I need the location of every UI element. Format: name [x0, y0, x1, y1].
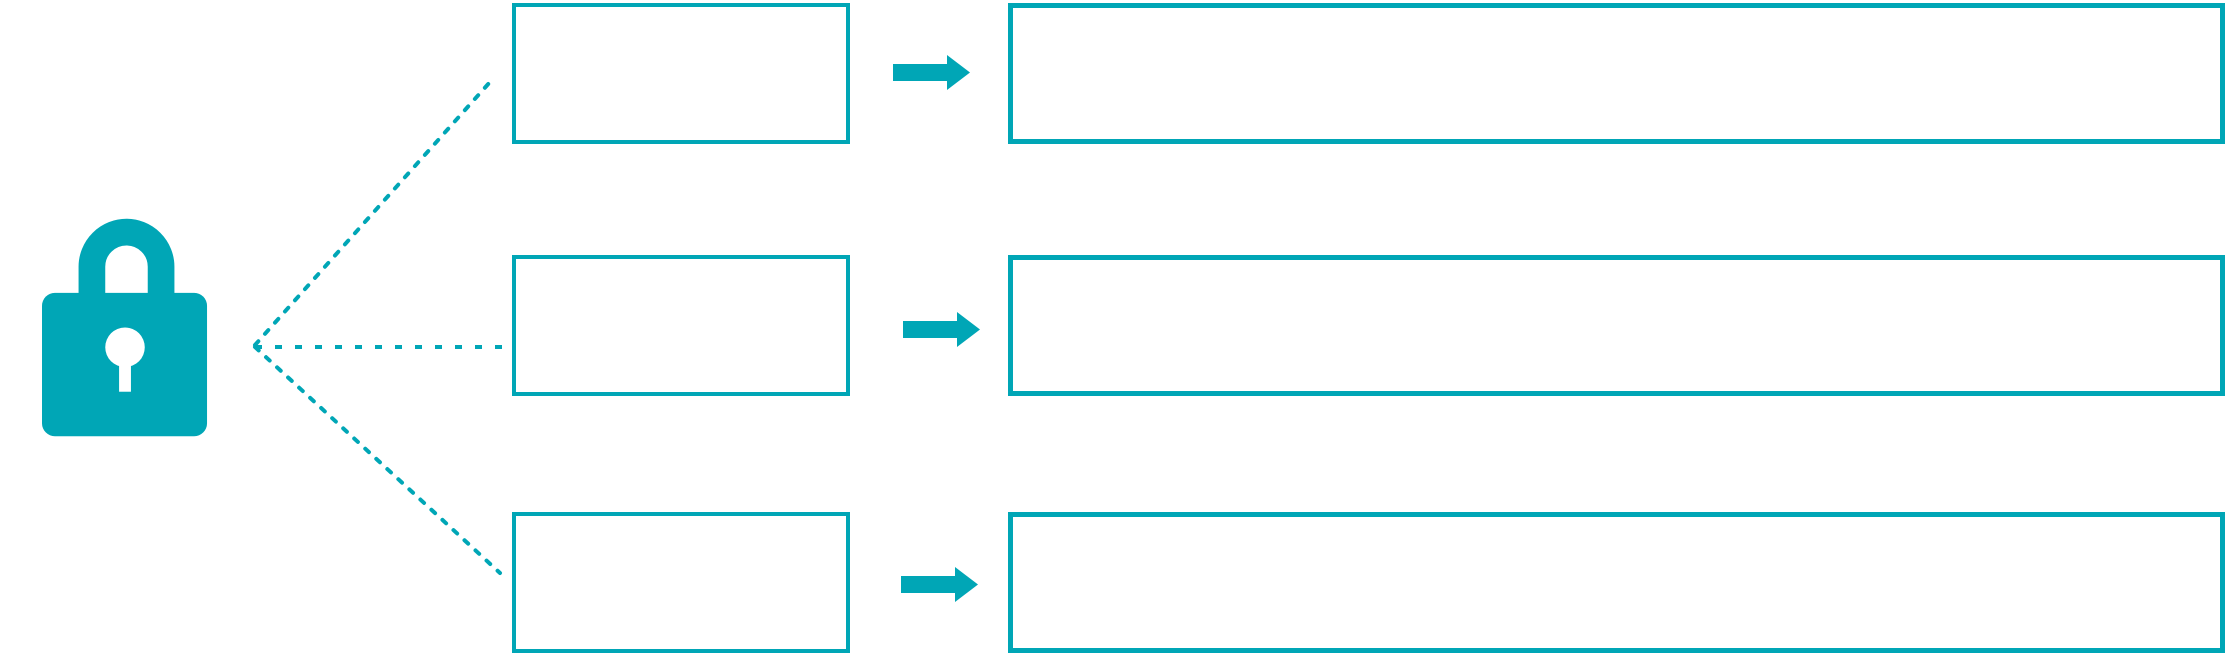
source-box-3 — [512, 512, 850, 653]
source-box-2 — [512, 255, 850, 396]
target-box-2 — [1008, 255, 2225, 396]
arrow-right-icon — [893, 55, 970, 90]
lock-icon — [42, 218, 208, 437]
arrow-right-icon — [901, 567, 978, 602]
target-box-1 — [1008, 3, 2225, 144]
connector-line-bottom — [253, 345, 502, 575]
source-box-1 — [512, 3, 850, 144]
connector-line-top — [253, 80, 492, 347]
target-box-3 — [1008, 512, 2225, 653]
arrow-right-icon — [903, 312, 980, 347]
